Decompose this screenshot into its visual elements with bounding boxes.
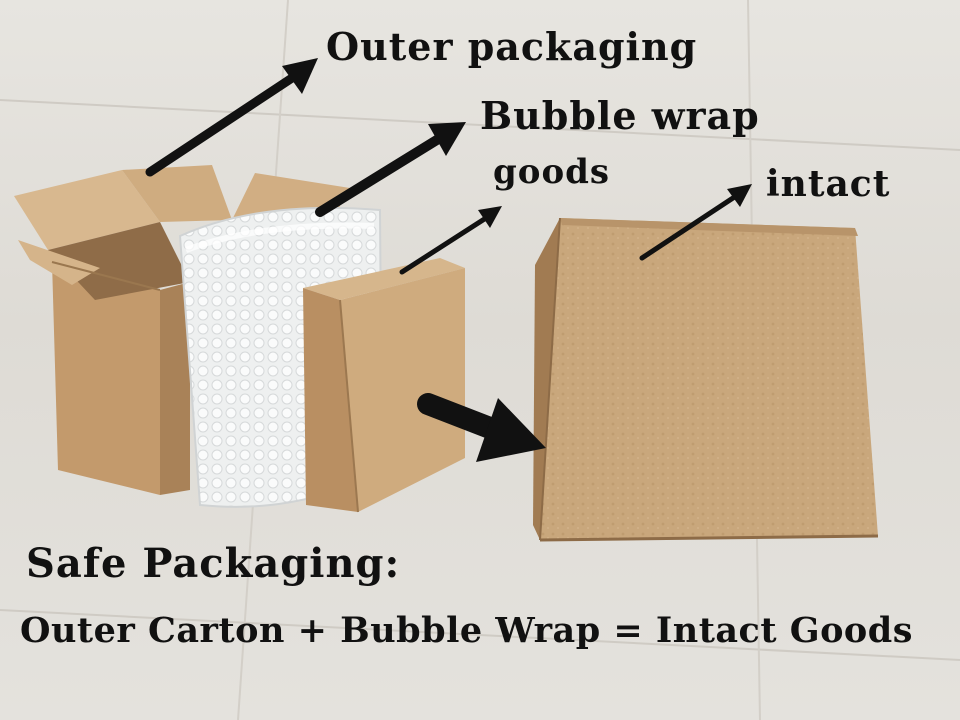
open-outer-carton: [14, 165, 350, 495]
label-intact: intact: [766, 163, 891, 205]
arrow-intact: [639, 184, 752, 261]
arrow-outer-packaging: [145, 58, 318, 177]
goods-box: [303, 258, 465, 513]
label-outer-packaging: Outer packaging: [326, 24, 698, 69]
label-goods: goods: [493, 152, 611, 192]
arrow-bubble-wrap: [315, 122, 466, 217]
arrow-goods: [399, 206, 502, 275]
label-bubble-wrap: Bubble wrap: [480, 93, 760, 138]
caption-formula: Outer Carton + Bubble Wrap = Intact Good…: [20, 610, 913, 651]
caption-title: Safe Packaging:: [26, 540, 401, 587]
arrow-result: [417, 393, 546, 462]
intact-carton: [533, 217, 879, 542]
